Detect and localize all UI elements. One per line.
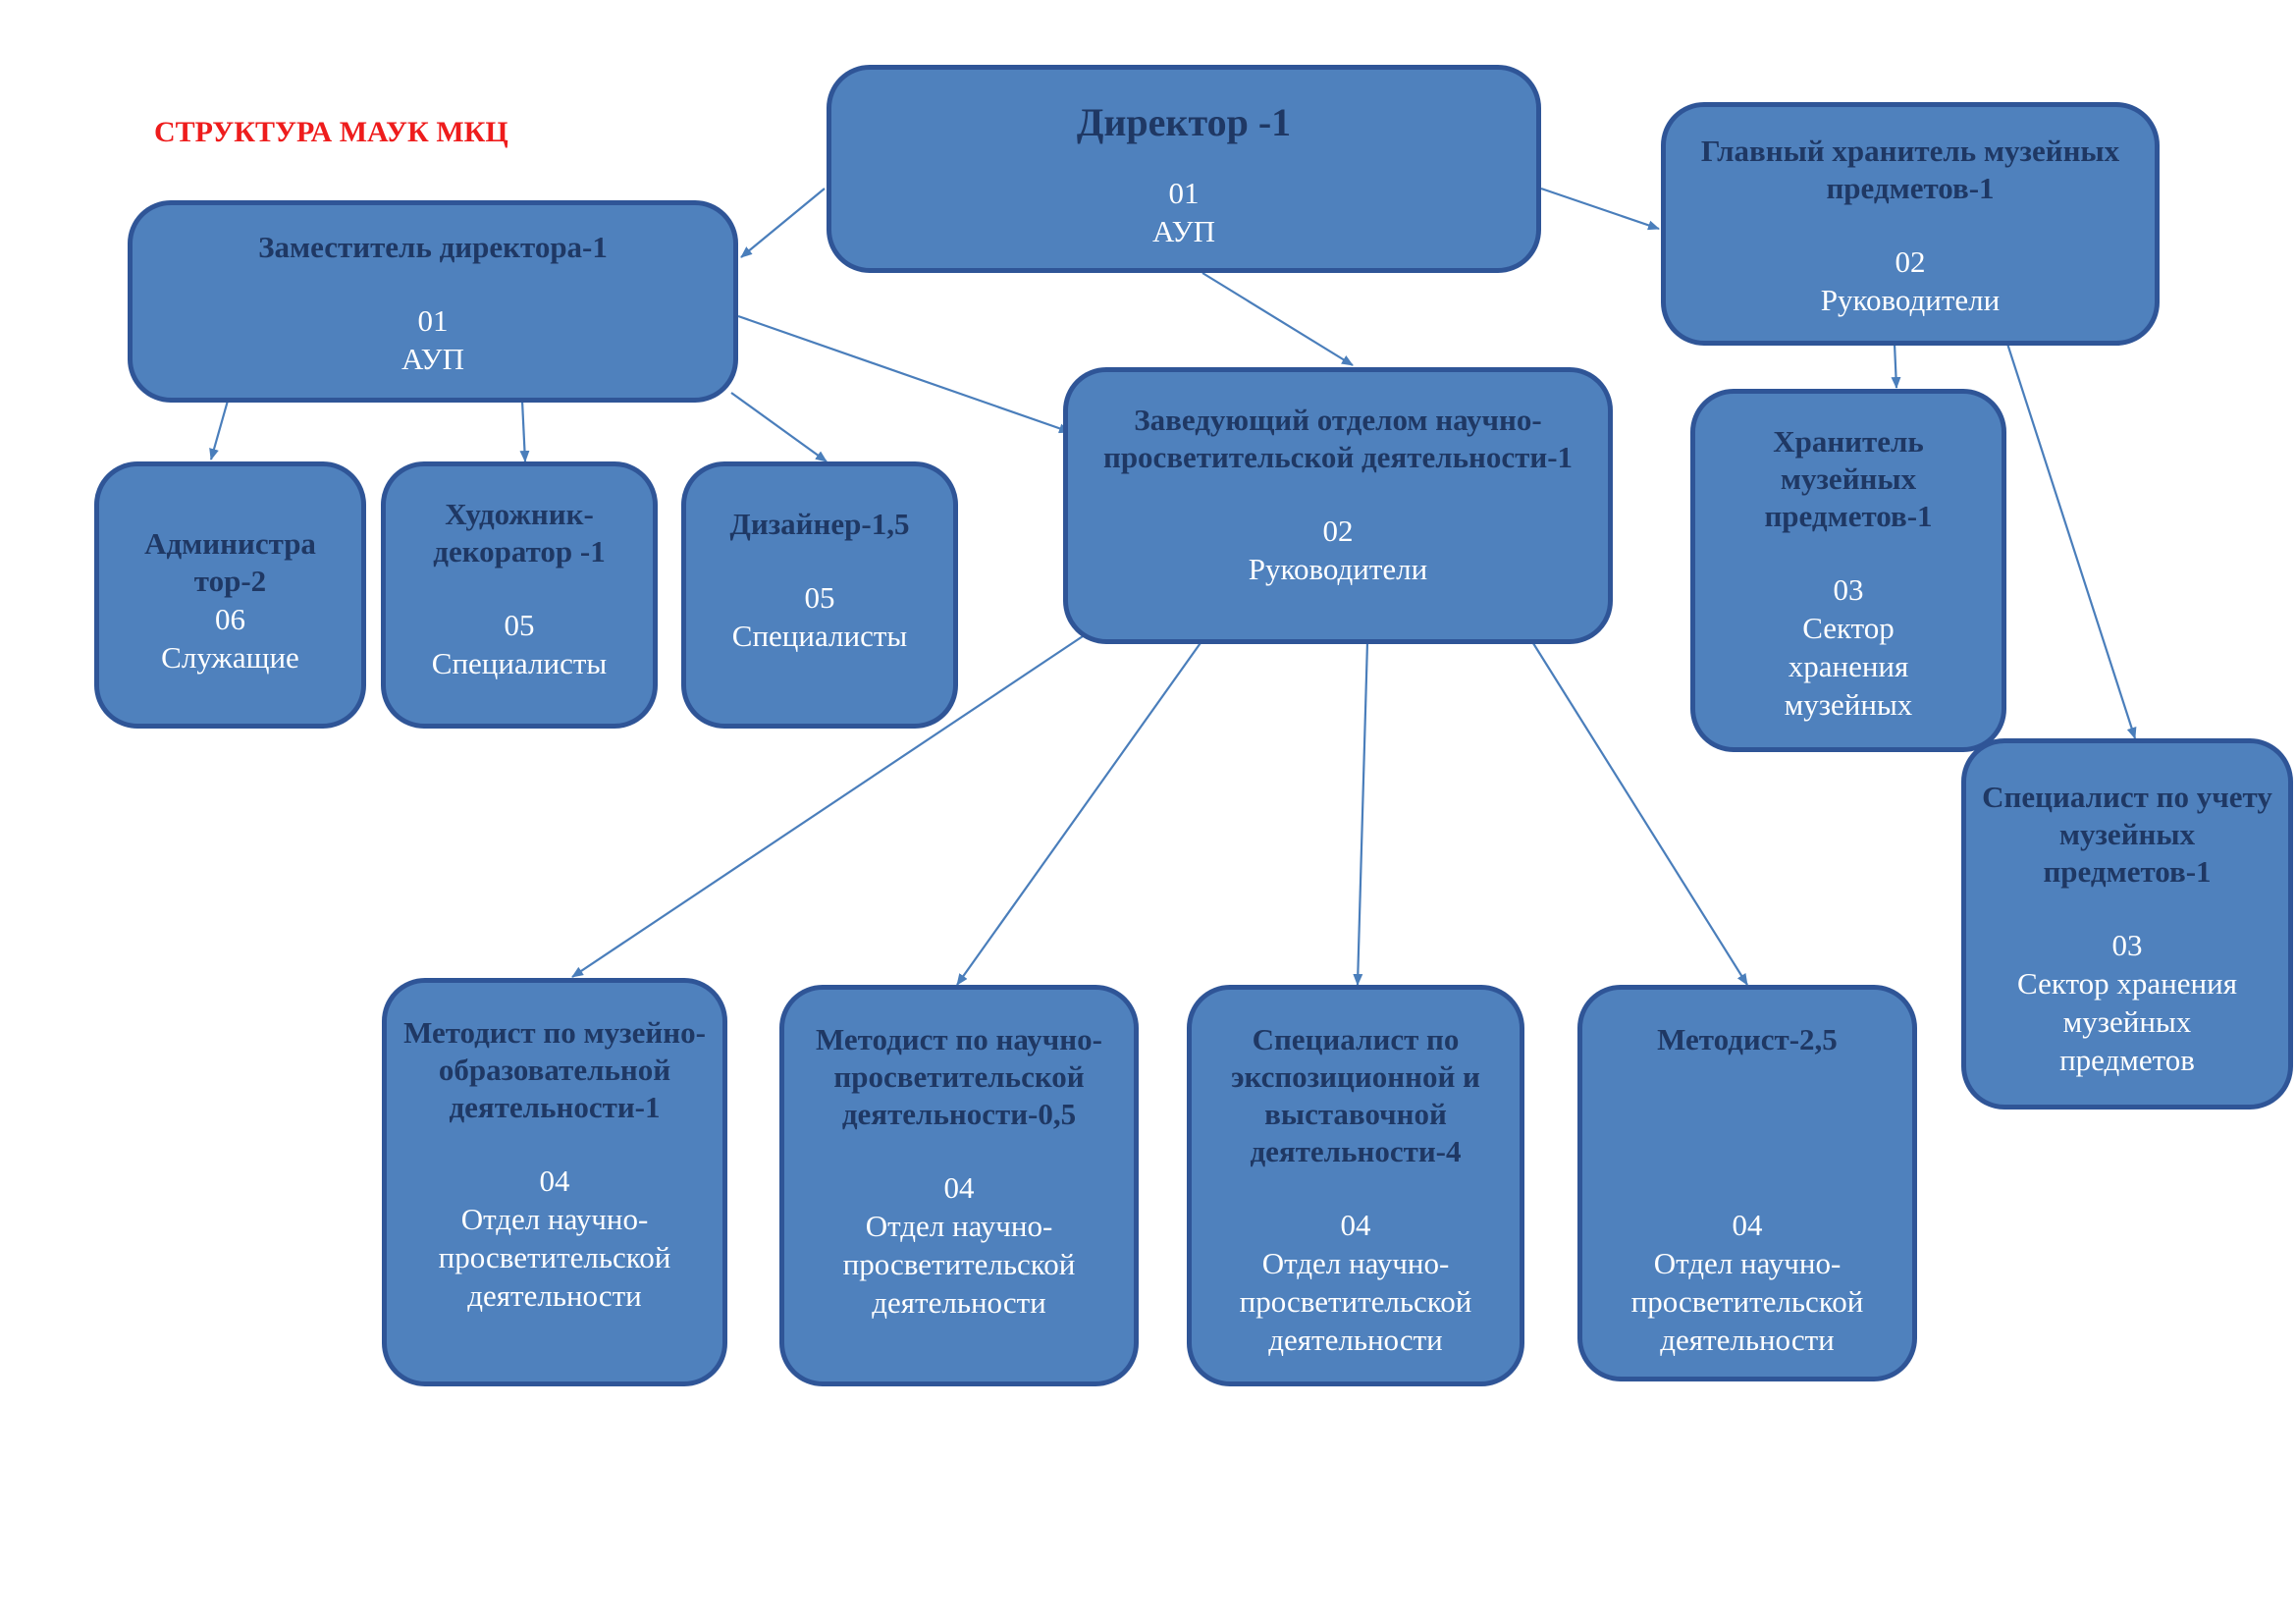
edge-director-deputy <box>740 188 826 258</box>
node-title: Директор -1 <box>1076 100 1292 144</box>
node-category: Специалисты <box>731 619 908 653</box>
node-code: 01 <box>417 303 449 338</box>
edge-head-dept-methodist-edu <box>956 639 1203 986</box>
node-title: Методист по музейно-образовательной деят… <box>403 1015 706 1124</box>
node-category: Сектор хранения музейных <box>1784 611 1913 722</box>
node-title: Методист по научно-просветительской деят… <box>816 1022 1102 1131</box>
node-category: АУП <box>1152 214 1215 248</box>
edge-deputy-artist <box>519 400 530 462</box>
node-exhibit: Специалист по экспозиционной и выставочн… <box>1187 985 1524 1386</box>
node-category: Специалисты <box>431 646 608 680</box>
node-category: АУП <box>401 342 464 376</box>
node-category: Руководители <box>1248 552 1428 586</box>
edge-head-dept-exhibit <box>1353 641 1369 986</box>
node-methodist-edu: Методист по научно-просветительской деят… <box>779 985 1139 1386</box>
node-methodist: Методист-2,5 04 Отдел научно-просветител… <box>1577 985 1917 1381</box>
node-category: Сектор хранения музейных предметов <box>2017 966 2237 1077</box>
node-code: 04 <box>1732 1208 1763 1242</box>
node-designer: Дизайнер-1,5 05 Специалисты <box>681 461 958 729</box>
node-category: Служащие <box>161 640 299 675</box>
node-code: 03 <box>1833 572 1864 607</box>
node-title: Дизайнер-1,5 <box>729 507 910 541</box>
node-methodist-museum: Методист по музейно-образовательной деят… <box>382 978 727 1386</box>
node-code: 01 <box>1168 176 1200 210</box>
node-title: Художник-декоратор -1 <box>433 497 606 568</box>
node-deputy: Заместитель директора-1 01 АУП <box>128 200 738 403</box>
edge-head-dept-methodist <box>1530 639 1748 986</box>
node-code: 03 <box>2111 928 2143 962</box>
node-title: Заместитель директора-1 <box>258 230 608 264</box>
node-category: Руководители <box>1820 283 2001 317</box>
edge-director-head-dept <box>1201 272 1354 366</box>
node-title: Главный хранитель музейных предметов-1 <box>1700 134 2120 205</box>
node-code: 04 <box>1340 1208 1371 1242</box>
node-title: Администра тор-2 <box>144 526 316 598</box>
edge-chief-keeper-keeper <box>1891 343 1901 389</box>
node-accounting: Специалист по учету музейных предметов-1… <box>1961 738 2293 1110</box>
edge-deputy-designer <box>730 392 828 462</box>
node-director: Директор -1 01 АУП <box>827 65 1541 273</box>
page-title: СТРУКТУРА МАУК МКЦ <box>154 116 508 148</box>
node-code: 04 <box>943 1170 975 1205</box>
node-title: Хранитель музейных предметов-1 <box>1764 424 1933 533</box>
node-title: Специалист по учету музейных предметов-1 <box>1982 780 2272 889</box>
edge-head-dept-methodist-museum <box>571 635 1084 978</box>
node-category: Отдел научно-просветительской деятельнос… <box>842 1209 1076 1320</box>
node-title: Методист-2,5 <box>1657 1022 1838 1056</box>
node-artist: Художник-декоратор -1 05 Специалисты <box>381 461 658 729</box>
node-code: 05 <box>804 580 835 615</box>
node-code: 02 <box>1322 514 1354 548</box>
node-chief-keeper: Главный хранитель музейных предметов-1 0… <box>1661 102 2160 346</box>
node-category: Отдел научно-просветительской деятельнос… <box>1239 1246 1472 1357</box>
node-title: Специалист по экспозиционной и выставочн… <box>1231 1022 1480 1168</box>
edge-chief-keeper-accounting <box>2005 343 2137 739</box>
node-admin: Администра тор-2 06 Служащие <box>94 461 366 729</box>
node-title: Заведующий отделом научно-просветительск… <box>1102 403 1574 474</box>
node-code: 04 <box>539 1164 570 1198</box>
edge-deputy-head-dept <box>737 314 1071 434</box>
node-code: 06 <box>215 602 245 636</box>
node-head-dept: Заведующий отделом научно-просветительск… <box>1063 367 1613 644</box>
node-code: 05 <box>504 608 535 642</box>
node-category: Отдел научно-просветительской деятельнос… <box>438 1202 671 1313</box>
edge-deputy-admin <box>209 400 230 460</box>
edge-director-chief-keeper <box>1540 187 1660 231</box>
node-category: Отдел научно-просветительской деятельнос… <box>1630 1246 1864 1357</box>
node-code: 02 <box>1895 244 1926 279</box>
node-keeper: Хранитель музейных предметов-1 03 Сектор… <box>1690 389 2006 752</box>
